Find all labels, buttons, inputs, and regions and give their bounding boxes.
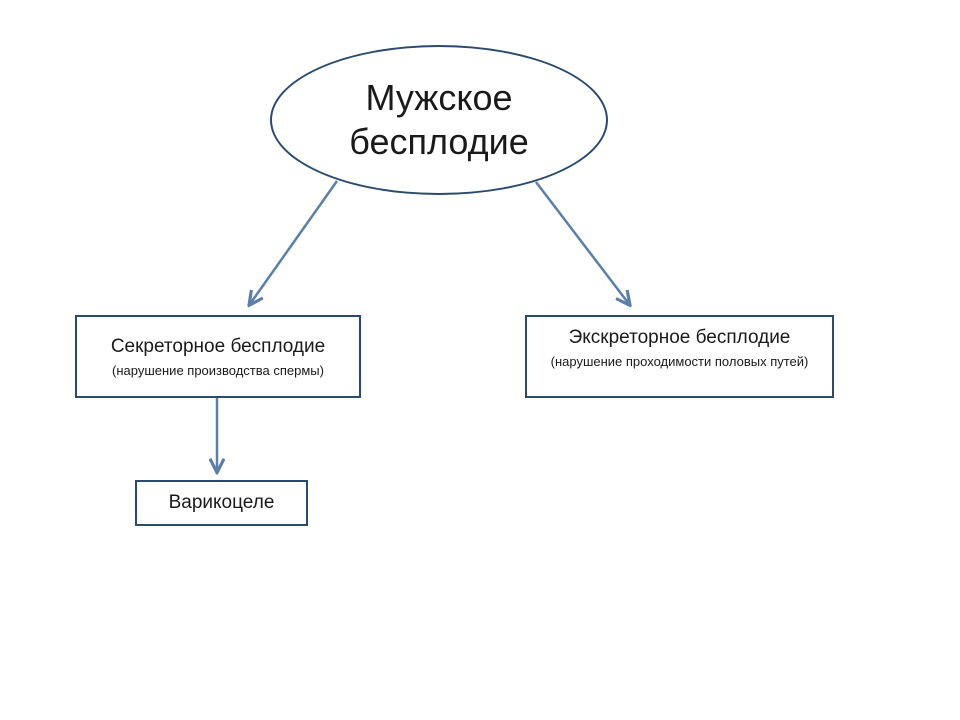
arrow-root-to-secretory	[250, 180, 339, 304]
secretory-note: (нарушение производства спермы)	[112, 362, 324, 378]
excretory-title: Экскреторное бесплодие	[568, 327, 791, 348]
secretory-node: Секреторное бесплодие (нарушение произво…	[75, 315, 361, 398]
varicocele-title: Варикоцеле	[168, 492, 275, 513]
root-node: Мужское бесплодие	[270, 45, 608, 195]
excretory-node: Экскреторное бесплодие (нарушение проход…	[525, 315, 834, 398]
secretory-title: Секреторное бесплодие	[110, 335, 326, 357]
varicocele-node: Варикоцеле	[135, 480, 308, 526]
root-title: Мужское бесплодие	[349, 77, 529, 162]
excretory-note: (нарушение проходимости половых путей)	[550, 354, 809, 369]
arrow-root-to-excretory	[535, 181, 629, 304]
